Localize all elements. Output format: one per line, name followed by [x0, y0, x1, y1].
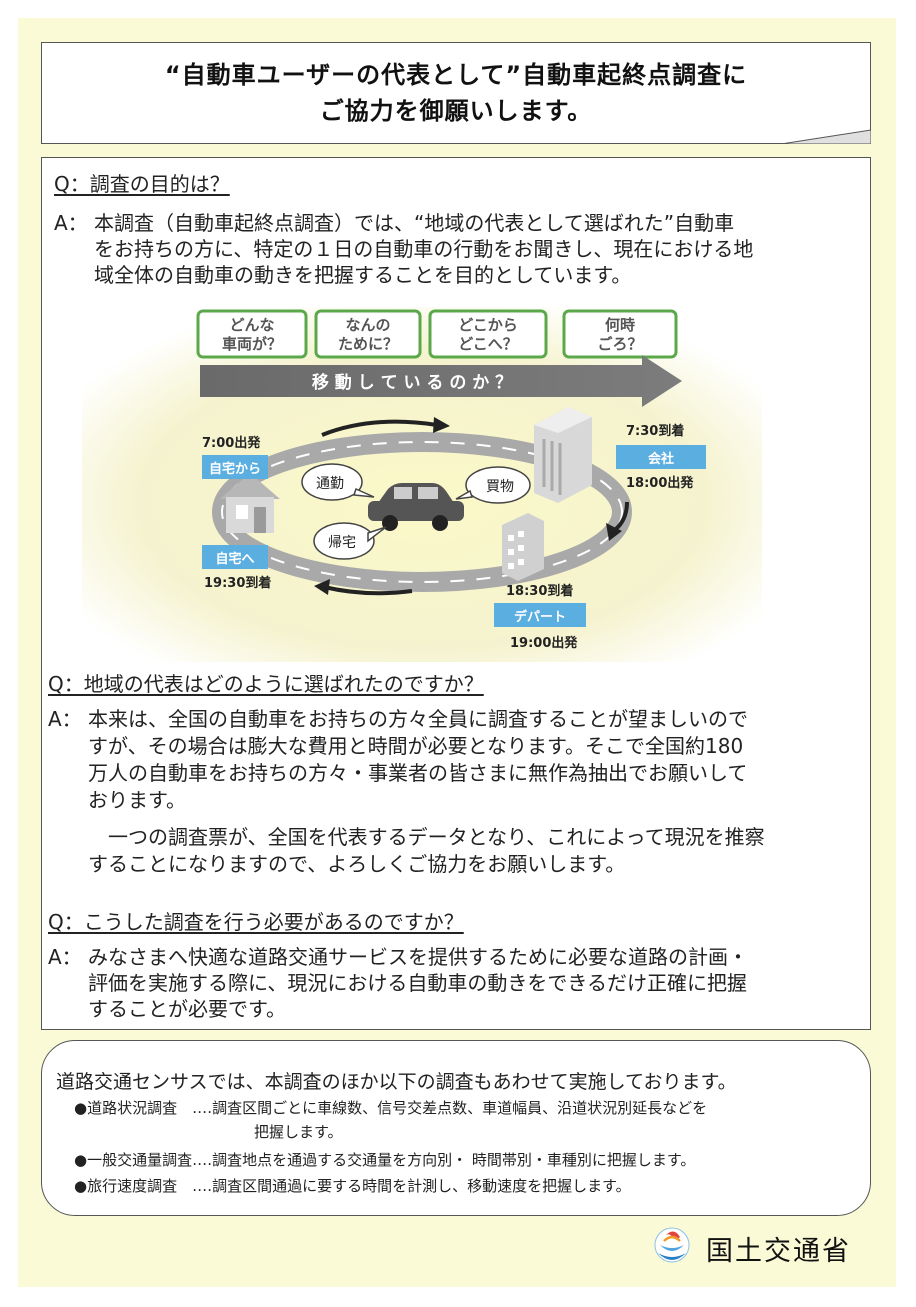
question-box-vehicle: どんな 車両が？: [196, 309, 308, 359]
answer-line: 域全体の自動車の動きを把握することを目的としています。: [94, 263, 632, 287]
answer-line: することになりますので、よろしくご協力をお願いします。: [88, 852, 626, 876]
svg-text:会社: 会社: [648, 451, 674, 467]
title-line-1: “自動車ユーザーの代表として”自動車起終点調査に: [164, 61, 748, 89]
svg-text:どこから: どこから: [458, 316, 518, 334]
question-box-time: 何時 ごろ？: [562, 309, 678, 359]
question-box-purpose: なんの ために？: [314, 309, 422, 359]
svg-text:ために？: ために？: [338, 335, 398, 353]
company-label: 会社: [616, 445, 706, 469]
answer-line: 評価を実施する際に、現況における自動車の動きをできるだけ正確に把握: [88, 971, 747, 995]
question-box-route: どこから どこへ？: [428, 309, 548, 359]
company-arrive-time: 7:30到着: [626, 423, 684, 439]
census-item-desc: 調査区間通過に要する時間を計測し、移動速度を把握します。: [212, 1177, 631, 1195]
movement-arrow: 移 動 し て い る の か ？: [200, 355, 682, 407]
answer-lead: A：: [48, 945, 82, 969]
page-curl-decoration: [781, 129, 871, 144]
title-line-2: ご協力を御願いします。: [319, 97, 593, 125]
home-depart-time: 7:00出発: [202, 435, 261, 451]
bubble-shopping: 買物: [455, 466, 531, 504]
road-loop: [212, 432, 632, 592]
home-to-label: 自宅へ: [202, 545, 268, 569]
svg-text:通勤: 通勤: [316, 476, 344, 492]
svg-text:移 動 し て い る の か ？: 移 動 し て い る の か ？: [312, 372, 512, 393]
car-icon: [368, 483, 464, 531]
svg-text:帰宅: 帰宅: [328, 534, 356, 551]
answer-line: おります。: [88, 788, 186, 812]
store-depart-time: 19:00出発: [510, 635, 578, 651]
svg-text:どんな: どんな: [229, 316, 274, 334]
answer-line: 本調査（自動車起終点調査）では、“地域の代表として選ばれた”自動車: [94, 211, 735, 235]
ministry-footer: 国土交通省: [652, 1218, 872, 1278]
company-depart-time: 18:00出発: [626, 475, 694, 491]
bubble-return: 帰宅: [313, 522, 387, 560]
ministry-name: 国土交通省: [706, 1235, 851, 1267]
trip-illustration: どんな 車両が？ なんの ために？ どこから どこへ？ 何時 ごろ？ 移 動 し…: [82, 307, 762, 662]
store-arrive-time: 18:30到着: [506, 583, 573, 599]
census-item-name: ●道路状況調査 ‥‥: [74, 1099, 213, 1117]
direction-arrows: [314, 417, 629, 596]
svg-text:なんの: なんの: [345, 316, 390, 334]
answer-line: することが必要です。: [88, 997, 286, 1021]
svg-text:自宅へ: 自宅へ: [215, 551, 254, 567]
census-item-travel-speed: ●旅行速度調査 ‥‥調査区間通過に要する時間を計測し、移動速度を把握します。: [74, 1175, 631, 1196]
question-purpose: Q：調査の目的は？: [54, 172, 230, 196]
census-intro: 道路交通センサスでは、本調査のほか以下の調査もあわせて実施しております。: [56, 1071, 737, 1093]
census-item-desc: 調査区間ごとに車線数、信号交差点数、車道幅員、沿道状況別延長などを: [212, 1099, 708, 1117]
house-icon: [220, 473, 280, 533]
answer-line: すが、その場合は膨大な費用と時間が必要となります。そこで全国約180: [88, 734, 744, 758]
answer-line: 一つの調査票が、全国を代表するデータとなり、これによって現況を推察: [88, 825, 765, 849]
bubble-commute: 通勤: [301, 463, 375, 501]
svg-text:買物: 買物: [486, 479, 514, 495]
answer-line: みなさまへ快適な道路交通サービスを提供するために必要な道路の計画・: [88, 945, 748, 969]
answer-line: 本来は、全国の自動車をお持ちの方々全員に調査することが望ましいので: [88, 707, 748, 731]
answer-line: をお持ちの方に、特定の１日の自動車の行動をお聞きし、現在における地: [94, 237, 754, 261]
mlit-logo-icon: [654, 1227, 690, 1263]
svg-text:車両が？: 車両が？: [222, 335, 282, 353]
answer-lead: A：: [54, 211, 88, 235]
title-box: “自動車ユーザーの代表として”自動車起終点調査に ご協力を御願いします。: [41, 42, 871, 144]
answer-necessity: A： みなさまへ快適な道路交通サービスを提供するために必要な道路の計画・ 評価を…: [48, 944, 868, 1022]
home-arrive-time: 19:30到着: [204, 575, 271, 591]
home-from-label: 自宅から: [202, 455, 268, 479]
answer-selection: A： 本来は、全国の自動車をお持ちの方々全員に調査することが望ましいので すが、…: [48, 706, 868, 878]
department-store-icon: [502, 513, 544, 581]
census-item-road-condition: ●道路状況調査 ‥‥調査区間ごとに車線数、信号交差点数、車道幅員、沿道状況別延長…: [74, 1097, 707, 1118]
question-necessity: Q：こうした調査を行う必要があるのですか？: [48, 910, 464, 934]
census-item-desc: 調査地点を通過する交通量を方向別・ 時間帯別・車種別に把握します。: [212, 1151, 696, 1169]
svg-text:ごろ？: ごろ？: [597, 335, 642, 353]
svg-text:デパート: デパート: [514, 609, 566, 625]
answer-line: 万人の自動車をお持ちの方々・事業者の皆さまに無作為抽出でお願いして: [88, 761, 748, 785]
census-item-traffic-volume: ●一般交通量調査‥‥調査地点を通過する交通量を方向別・ 時間帯別・車種別に把握し…: [74, 1149, 695, 1170]
census-box: 道路交通センサスでは、本調査のほか以下の調査もあわせて実施しております。 ●道路…: [41, 1040, 871, 1216]
store-label: デパート: [494, 603, 586, 627]
answer-purpose: A： 本調査（自動車起終点調査）では、“地域の代表として選ばれた”自動車 をお持…: [54, 210, 864, 288]
answer-lead: A：: [48, 707, 82, 731]
question-selection: Q：地域の代表はどのように選ばれたのですか？: [48, 672, 484, 696]
svg-text:どこへ？: どこへ？: [458, 335, 518, 353]
svg-text:自宅から: 自宅から: [209, 461, 261, 477]
census-item-name: ●一般交通量調査‥‥: [74, 1151, 213, 1169]
census-item-name: ●旅行速度調査 ‥‥: [74, 1177, 213, 1195]
census-item-desc-continued: 把握します。: [254, 1123, 343, 1141]
office-building-icon: [534, 407, 592, 503]
svg-text:何時: 何時: [605, 316, 635, 334]
